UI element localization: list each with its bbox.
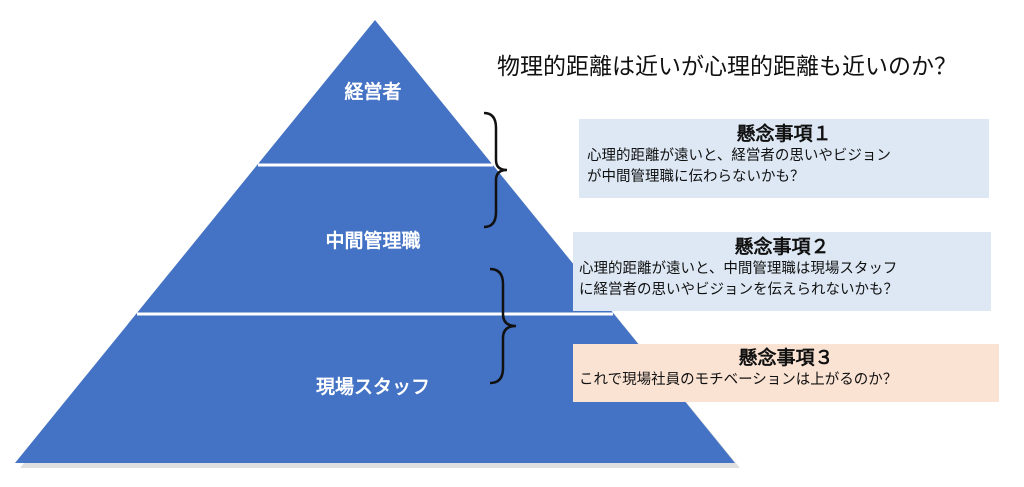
- brace-executive-middle: [483, 111, 508, 229]
- brace-middle-staff: [489, 267, 517, 385]
- concern-box-3: 懸念事項３ これで現場社員のモチベーションは上がるのか？: [573, 344, 999, 402]
- concern-heading: 懸念事項１: [736, 123, 832, 145]
- level-label-field-staff: 現場スタッフ: [316, 376, 430, 398]
- concern-text-line: 心理的距離が遠いと、経営者の思いやビジョン: [587, 148, 891, 164]
- concern-text-line: これで現場社員のモチベーションは上がるのか？: [579, 372, 898, 388]
- page-title: 物理的距離は近いが心理的距離も近いのか？: [497, 54, 957, 80]
- concern-text-line: が中間管理職に伝わらないかも？: [587, 169, 805, 185]
- concern-box-1: 懸念事項１ 心理的距離が遠いと、経営者の思いやビジョン が中間管理職に伝わらない…: [579, 119, 989, 198]
- level-label-middle-management: 中間管理職: [325, 229, 420, 252]
- pyramid: [15, 20, 735, 463]
- concern-text-line: に経営者の思いやビジョンを伝えられないかも？: [579, 282, 898, 298]
- concern-text-line: 心理的距離が遠いと、中間管理職は現場スタッフ: [579, 261, 898, 277]
- level-label-executive: 経営者: [344, 80, 401, 103]
- concern-box-2: 懸念事項２ 心理的距離が遠いと、中間管理職は現場スタッフ に経営者の思いやビジョ…: [573, 232, 991, 311]
- concern-heading: 懸念事項３: [738, 347, 834, 369]
- concern-heading: 懸念事項２: [734, 236, 830, 258]
